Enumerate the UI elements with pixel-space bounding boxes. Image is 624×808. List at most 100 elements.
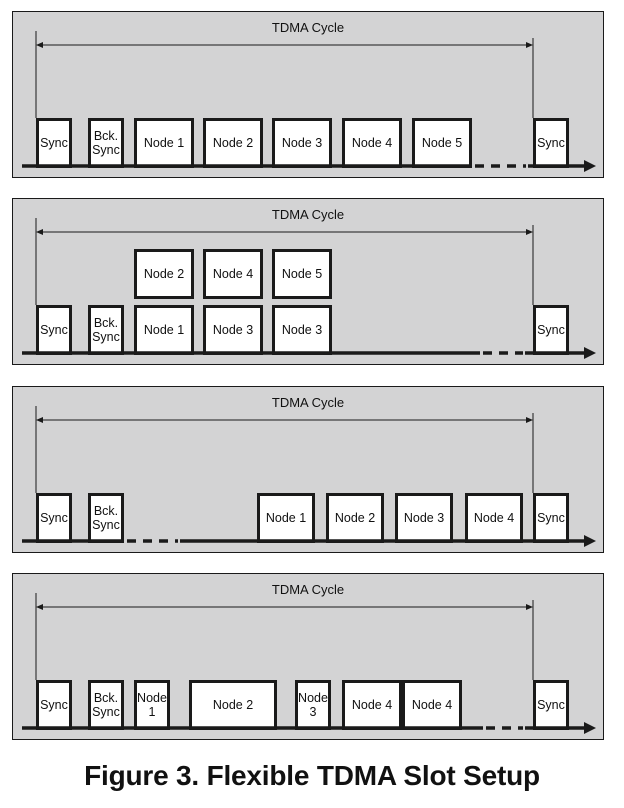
time-axis-arrow-icon [584, 535, 596, 547]
slot-label: Node 3 [282, 136, 322, 150]
slot-label: Node 5 [282, 267, 322, 281]
slot-box [36, 680, 72, 730]
time-slot: Node 3 [272, 118, 332, 168]
cycle-arrow-left-icon [36, 42, 43, 48]
tdma-cycle-label: TDMA Cycle [272, 582, 344, 597]
slot-box [203, 118, 263, 168]
tdma-cycle-label: TDMA Cycle [272, 207, 344, 222]
slot-box [272, 118, 332, 168]
slot-label: Sync [40, 511, 68, 525]
slot-box [36, 493, 72, 543]
slot-label: Node 3 [213, 323, 253, 337]
time-axis-arrow-icon [584, 160, 596, 172]
slot-box [342, 118, 402, 168]
slot-label: Bck. [94, 129, 118, 143]
slot-label: Node 2 [213, 698, 253, 712]
next-cycle-sync-slot: Sync [533, 305, 569, 355]
slot-label: Sync [537, 698, 565, 712]
time-slot: Node 3 [272, 305, 332, 355]
cycle-arrow-right-icon [526, 229, 533, 235]
time-slot: Node 3 [203, 305, 263, 355]
slot-box [203, 249, 263, 299]
slot-label: Bck. [94, 316, 118, 330]
slot-label: Node 2 [213, 136, 253, 150]
slot-box [295, 680, 331, 730]
time-slot: Node 4 [402, 680, 462, 730]
slot-box [88, 305, 124, 355]
slot-box [326, 493, 384, 543]
time-slot: Sync [36, 305, 72, 355]
time-slot: Node 5 [412, 118, 472, 168]
slot-box [134, 118, 194, 168]
slot-box [257, 493, 315, 543]
slot-label: Sync [40, 323, 68, 337]
slot-label: Node 3 [404, 511, 444, 525]
slot-label: Sync [537, 323, 565, 337]
slot-label: Node 1 [144, 136, 184, 150]
slot-label: Bck. [94, 504, 118, 518]
slot-label: 3 [310, 705, 317, 719]
slot-box [203, 305, 263, 355]
slot-box [533, 305, 569, 355]
slot-label: Sync [92, 705, 120, 719]
time-slot: Sync [36, 680, 72, 730]
cycle-arrow-left-icon [36, 417, 43, 423]
slot-label: Node 1 [266, 511, 306, 525]
time-slot: Node 1 [134, 305, 194, 355]
slot-label: Node 4 [412, 698, 452, 712]
cycle-arrow-right-icon [526, 604, 533, 610]
time-slot: Bck.Sync [88, 118, 124, 168]
slot-label: Node 4 [474, 511, 514, 525]
figure-caption: Figure 3. Flexible TDMA Slot Setup [84, 760, 540, 791]
slot-label: Sync [92, 518, 120, 532]
slot-label: Sync [40, 136, 68, 150]
slot-label: Node [298, 691, 328, 705]
cycle-arrow-left-icon [36, 604, 43, 610]
slot-box [395, 493, 453, 543]
slot-box [272, 305, 332, 355]
slot-label: Bck. [94, 691, 118, 705]
time-slot: Node 4 [465, 493, 523, 543]
next-cycle-sync-slot: Sync [533, 118, 569, 168]
time-slot: Sync [36, 118, 72, 168]
time-slot: Node 5 [272, 249, 332, 299]
slot-box [412, 118, 472, 168]
slot-box [88, 680, 124, 730]
slot-label: Sync [92, 143, 120, 157]
time-slot: Sync [36, 493, 72, 543]
slot-box [88, 118, 124, 168]
time-slot: Bck.Sync [88, 493, 124, 543]
slot-label: Node 1 [144, 323, 184, 337]
time-slot: Node 2 [189, 680, 277, 730]
time-slot: Bck.Sync [88, 305, 124, 355]
cycle-arrow-left-icon [36, 229, 43, 235]
time-slot: Node 1 [134, 118, 194, 168]
slot-label: Sync [92, 330, 120, 344]
cycle-arrow-right-icon [526, 417, 533, 423]
next-cycle-sync-slot: Sync [533, 680, 569, 730]
time-axis-arrow-icon [584, 722, 596, 734]
time-slot: Node 2 [326, 493, 384, 543]
time-slot: Node 4 [342, 118, 402, 168]
slot-label: Sync [537, 136, 565, 150]
slot-box [36, 305, 72, 355]
slot-box [533, 118, 569, 168]
next-cycle-sync-slot: Sync [533, 493, 569, 543]
time-slot: Node 4 [342, 680, 402, 730]
time-slot: Bck.Sync [88, 680, 124, 730]
cycle-arrow-right-icon [526, 42, 533, 48]
slot-label: Node 4 [352, 136, 392, 150]
slot-label: Node 2 [144, 267, 184, 281]
slot-box [134, 249, 194, 299]
slot-box [465, 493, 523, 543]
slot-box [88, 493, 124, 543]
slot-box [134, 680, 170, 730]
slot-box [134, 305, 194, 355]
